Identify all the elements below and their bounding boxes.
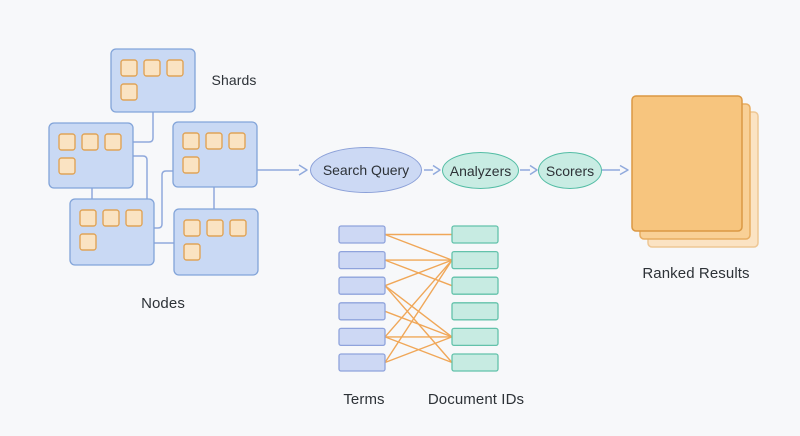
- flow-arrowhead: [529, 164, 538, 176]
- term-doc-edge: [384, 259, 453, 287]
- node-box: [173, 208, 259, 276]
- shard-square: [205, 132, 223, 150]
- term-box: [338, 225, 386, 244]
- doc-id-box: [451, 327, 499, 347]
- scorers-ellipse: Scorers: [538, 152, 602, 189]
- shard-square: [102, 209, 120, 227]
- term-doc-edge: [384, 233, 453, 261]
- shard-square: [183, 219, 201, 237]
- search-query-label: Search Query: [322, 162, 410, 178]
- term-box: [338, 250, 386, 270]
- term-doc-edge: [384, 336, 453, 364]
- flow-arrowhead: [298, 164, 308, 176]
- term-box: [338, 327, 386, 347]
- node-box: [110, 48, 196, 113]
- shard-square: [143, 59, 161, 77]
- node-connector-line: [133, 112, 154, 143]
- node-connector-line: [133, 155, 148, 200]
- node-box: [69, 198, 155, 266]
- analyzers-label: Analyzers: [449, 162, 512, 179]
- shard-square: [183, 243, 201, 261]
- term-doc-edge: [384, 259, 453, 338]
- shards-label: Shards: [211, 72, 257, 88]
- shard-square: [166, 59, 184, 77]
- search-query-ellipse: Search Query: [310, 147, 422, 193]
- shard-square: [120, 59, 138, 77]
- shard-square: [120, 83, 138, 101]
- term-box: [338, 353, 386, 372]
- term-doc-edge: [384, 259, 453, 363]
- ranked-results-label: Ranked Results: [642, 265, 750, 282]
- term-doc-edge: [384, 310, 453, 338]
- term-box: [338, 276, 386, 295]
- node-box: [172, 121, 258, 188]
- shard-square: [182, 132, 200, 150]
- shard-square: [79, 209, 97, 227]
- shard-square: [58, 133, 76, 151]
- term-box: [338, 302, 386, 321]
- doc-id-box: [451, 353, 499, 372]
- doc-id-box: [451, 225, 499, 244]
- doc-id-box: [451, 276, 499, 295]
- shard-square: [182, 156, 200, 174]
- flow-arrowhead: [432, 164, 441, 176]
- shard-square: [206, 219, 224, 237]
- doc-id-box: [451, 302, 499, 321]
- scorers-label: Scorers: [545, 162, 595, 179]
- flow-arrowhead: [619, 164, 629, 176]
- doc-id-box: [451, 250, 499, 270]
- shard-square: [104, 133, 122, 151]
- nodes-label: Nodes: [141, 295, 185, 312]
- shard-square: [228, 132, 246, 150]
- document-ids-label: Document IDs: [427, 391, 525, 408]
- result-page-front: [631, 95, 743, 232]
- shard-square: [58, 157, 76, 175]
- shard-square: [125, 209, 143, 227]
- shard-square: [229, 219, 247, 237]
- shard-square: [79, 233, 97, 251]
- shard-square: [81, 133, 99, 151]
- analyzers-ellipse: Analyzers: [442, 152, 519, 189]
- terms-label: Terms: [343, 391, 385, 408]
- node-box: [48, 122, 134, 189]
- node-connector-line: [154, 170, 173, 229]
